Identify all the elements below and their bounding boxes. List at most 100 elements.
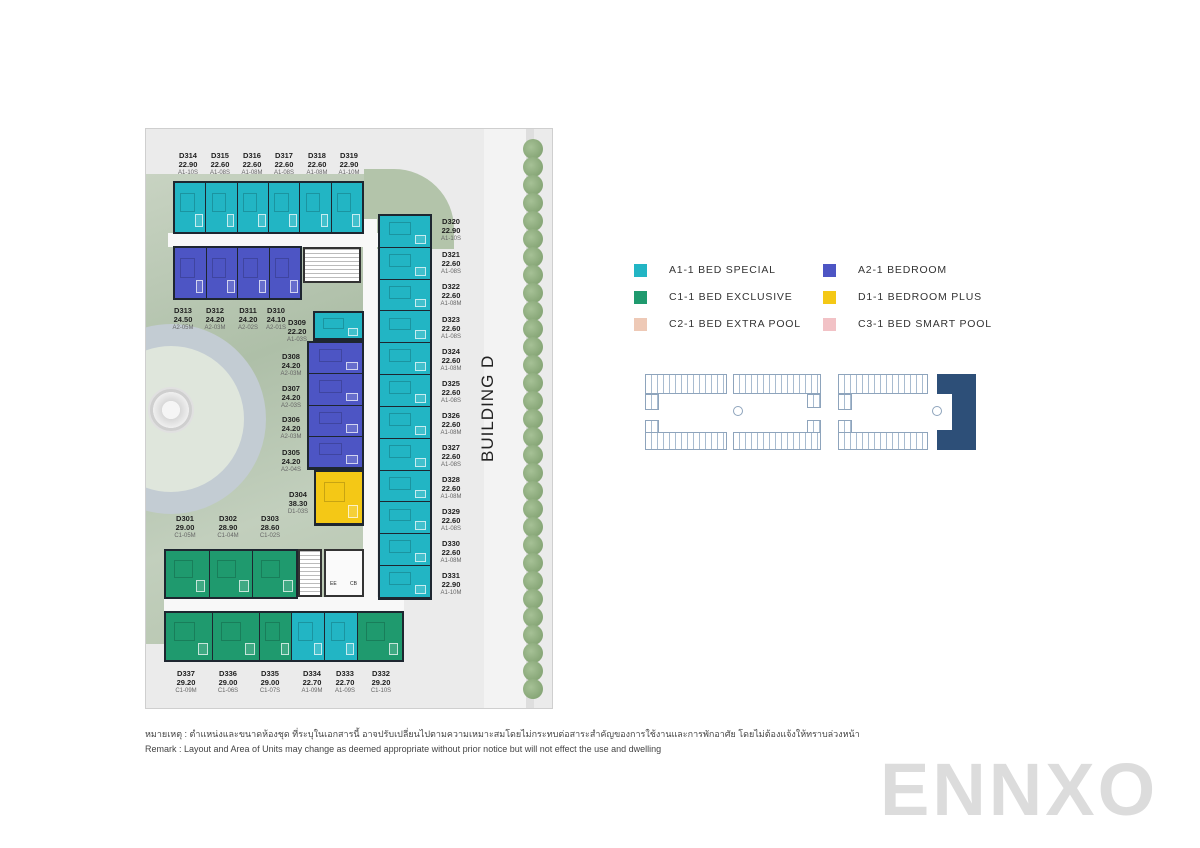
unit-d331[interactable] bbox=[380, 566, 430, 598]
lift-core: EE CB bbox=[324, 549, 364, 597]
unit-d329[interactable] bbox=[380, 502, 430, 535]
unit-d337[interactable] bbox=[166, 613, 213, 660]
unit-d310[interactable] bbox=[269, 248, 300, 298]
unit-d306[interactable] bbox=[309, 405, 362, 437]
remark: หมายเหตุ : ตำแหน่งและขนาดห้องชุด ที่ระบุ… bbox=[145, 727, 860, 757]
unit-d308[interactable] bbox=[309, 343, 362, 375]
unit-block-a2-middle bbox=[307, 341, 364, 470]
unit-d320[interactable] bbox=[380, 216, 430, 248]
watermark: ENNXO bbox=[880, 748, 1159, 831]
keyplan-building-d-highlight[interactable] bbox=[937, 430, 963, 450]
swatch-c1 bbox=[634, 290, 647, 304]
legend-item-a2: A2-1 BEDROOM bbox=[823, 262, 947, 278]
unit-d318[interactable] bbox=[300, 183, 332, 232]
cb-room-label: CB bbox=[350, 581, 357, 587]
unit-d323[interactable] bbox=[380, 311, 430, 344]
unit-d324[interactable] bbox=[380, 343, 430, 376]
floor-plan: EE CB bbox=[145, 128, 553, 709]
swatch-d1 bbox=[823, 290, 836, 304]
unit-d311[interactable] bbox=[238, 248, 270, 298]
keyplan-fountain bbox=[733, 406, 743, 416]
unit-block-right bbox=[378, 214, 432, 600]
unit-d326[interactable] bbox=[380, 406, 430, 439]
swatch-a2 bbox=[823, 263, 836, 277]
unit-d319[interactable] bbox=[331, 183, 362, 232]
unit-d328[interactable] bbox=[380, 470, 430, 503]
unit-d325[interactable] bbox=[380, 375, 430, 407]
unit-d312[interactable] bbox=[206, 248, 238, 298]
unit-d327[interactable] bbox=[380, 438, 430, 471]
keyplan-wing bbox=[838, 374, 928, 394]
unit-d307[interactable] bbox=[309, 374, 362, 406]
keyplan-wing bbox=[645, 374, 727, 394]
keyplan-wing bbox=[807, 394, 821, 408]
legend-item-c2: C2-1 BED EXTRA POOL bbox=[634, 316, 801, 332]
unit-d335[interactable] bbox=[259, 613, 293, 660]
unit-d301[interactable] bbox=[166, 551, 210, 597]
unit-d309[interactable] bbox=[315, 313, 362, 339]
unit-block-middle bbox=[313, 311, 364, 341]
unit-d322[interactable] bbox=[380, 279, 430, 312]
building-label: BUILDING D bbox=[478, 354, 497, 462]
unit-d314[interactable] bbox=[175, 183, 207, 232]
keyplan-wing bbox=[838, 394, 852, 410]
unit-d332[interactable] bbox=[357, 613, 402, 660]
unit-d321[interactable] bbox=[380, 247, 430, 280]
unit-d317[interactable] bbox=[268, 183, 301, 232]
unit-d302[interactable] bbox=[209, 551, 254, 597]
stair-core-bottom bbox=[298, 549, 322, 597]
remark-thai: หมายเหตุ : ตำแหน่งและขนาดห้องชุด ที่ระบุ… bbox=[145, 729, 860, 739]
corridor-bottom bbox=[164, 597, 404, 611]
unit-d304[interactable] bbox=[316, 472, 362, 524]
unit-d330[interactable] bbox=[380, 534, 430, 567]
unit-d316[interactable] bbox=[237, 183, 269, 232]
unit-block-bottom bbox=[164, 611, 404, 662]
unit-d333[interactable] bbox=[325, 613, 358, 660]
keyplan-wing bbox=[733, 432, 821, 450]
unit-d334[interactable] bbox=[292, 613, 326, 660]
unit-d303[interactable] bbox=[253, 551, 297, 597]
keyplan-wing bbox=[645, 432, 727, 450]
unit-d336[interactable] bbox=[212, 613, 260, 660]
remark-english: Remark : Layout and Area of Units may ch… bbox=[145, 744, 662, 754]
unit-d315[interactable] bbox=[206, 183, 238, 232]
unit-d305[interactable] bbox=[309, 436, 362, 468]
unit-block-a2 bbox=[173, 246, 302, 300]
unit-d313[interactable] bbox=[175, 248, 207, 298]
legend-item-a1: A1-1 BED SPECIAL bbox=[634, 262, 776, 278]
tree-row bbox=[523, 139, 547, 699]
keyplan-fountain bbox=[932, 406, 942, 416]
fountain bbox=[148, 387, 194, 433]
corridor-vertical bbox=[363, 219, 377, 599]
